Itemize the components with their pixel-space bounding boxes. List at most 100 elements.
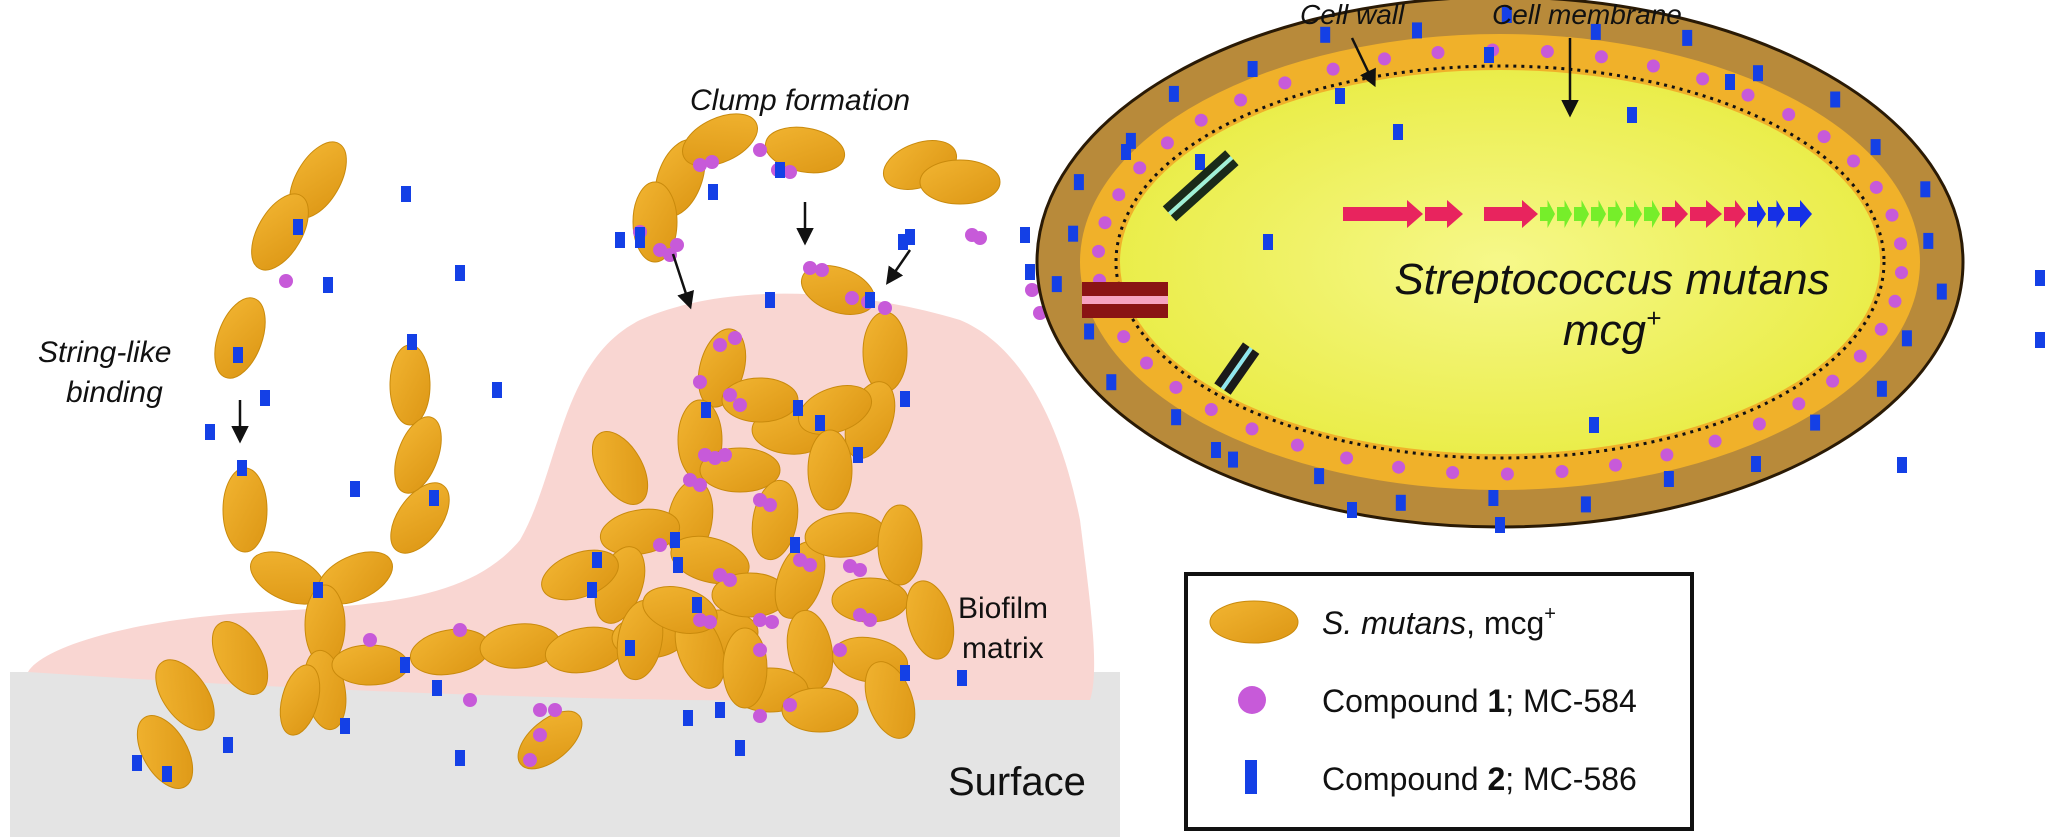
compound-1-dot	[693, 158, 707, 172]
compound-1-dot	[1025, 283, 1039, 297]
membrane-compound-1-dot	[1204, 403, 1218, 416]
compound-2-bar	[592, 552, 602, 568]
compound-1-dot	[845, 291, 859, 305]
bacterium	[211, 621, 269, 695]
compound-1-dot	[363, 633, 377, 647]
stray-compound-2-bar	[1495, 517, 1505, 533]
compound-2-bar	[635, 232, 645, 248]
stray-compound-2-bar	[1211, 442, 1221, 458]
bacterium	[394, 416, 442, 494]
compound-2-bar	[905, 229, 915, 245]
gene-arrow	[1690, 200, 1722, 228]
wall-compound-2-bar	[1068, 225, 1079, 242]
wall-compound-2-bar	[1412, 22, 1422, 39]
membrane-compound-1-dot	[1853, 349, 1867, 363]
legend-item-compound-2: Compound 2; MC-586	[1322, 761, 1637, 797]
membrane-compound-1-dot	[1133, 161, 1147, 175]
wall-compound-2-bar	[1501, 7, 1512, 23]
membrane-compound-1-dot	[1782, 108, 1796, 121]
bacterium	[877, 504, 923, 586]
membrane-compound-1-dot	[1446, 466, 1460, 479]
compound-1-dot	[753, 709, 767, 723]
compound-2-bar	[587, 582, 597, 598]
compound-1-dot	[523, 753, 537, 767]
compound-1-dot	[728, 331, 742, 345]
cell-membrane-label: Cell membrane	[1492, 0, 1682, 30]
compound-2-bar	[205, 424, 215, 440]
membrane-compound-1-dot	[1708, 434, 1722, 448]
gene-arrow	[1788, 200, 1812, 228]
compound-2-bar	[293, 219, 303, 235]
membrane-compound-1-dot	[1741, 88, 1755, 102]
bacterium	[279, 664, 321, 736]
compound-1-markers	[279, 131, 1177, 767]
membrane-compound-1-dot	[1894, 237, 1907, 251]
wall-compound-2-bar	[1051, 276, 1062, 293]
compound-2-bar	[692, 597, 702, 613]
wall-compound-2-bar	[1073, 174, 1084, 191]
compound-1-dot	[803, 261, 817, 275]
compound-2-bar	[455, 265, 465, 281]
binding-label: binding	[66, 376, 163, 409]
compound-1-dot	[733, 398, 747, 412]
compound-2-bar	[865, 292, 875, 308]
compound-2-bar	[775, 162, 785, 178]
membrane-dotted-line	[1114, 64, 1886, 460]
compound-1-dot	[878, 301, 892, 315]
legend-item-compound-1: Compound 1; MC-584	[1322, 683, 1637, 719]
membrane-compound-1-dot	[1609, 458, 1622, 472]
membrane-compound-1-dot	[1098, 216, 1112, 230]
compound-2-bar	[340, 718, 350, 734]
compound-2-bar	[455, 750, 465, 766]
wall-compound-2	[1051, 7, 2045, 533]
compound-1-dot	[973, 231, 987, 245]
stray-compound-2-bar	[1627, 107, 1637, 123]
wall-compound-2-bar	[1923, 232, 1934, 249]
cell-wall-label: Cell wall	[1300, 0, 1405, 30]
bacterium	[862, 311, 908, 393]
stray-compound-2-bar	[1484, 47, 1494, 63]
compound-2-bar	[957, 670, 967, 686]
compound-1-dot	[765, 615, 779, 629]
membrane-compound-1-dot	[1092, 244, 1105, 258]
membrane-compound-1-dot	[1594, 50, 1608, 64]
compound-2-bar	[683, 710, 693, 726]
membrane-compound-1-dot	[1392, 460, 1406, 474]
legend-compound-1-symbol	[1238, 686, 1266, 714]
membrane-compound-1-dot	[1290, 438, 1304, 452]
string-like-label: String-like	[38, 336, 171, 369]
bacterium	[136, 715, 194, 789]
gene-arrow	[1343, 200, 1423, 228]
wall-compound-2-bar	[1488, 490, 1499, 506]
compound-1-dot	[279, 274, 293, 288]
compound-2-bar	[223, 737, 233, 753]
gene-arrow	[1484, 200, 1538, 228]
stray-compound-2-bar	[1347, 502, 1357, 518]
compound-2-bar	[400, 657, 410, 673]
cytoplasm	[1120, 70, 1880, 454]
gene-arrow	[1557, 200, 1572, 228]
compound-1-dot	[718, 448, 732, 462]
wall-compound-2-bar	[1314, 468, 1325, 485]
compound-2-bar	[1025, 264, 1035, 280]
membrane-compound-1-dot	[1431, 46, 1445, 59]
membrane-compound-1-dot	[1752, 417, 1766, 431]
compound-1-dot	[463, 693, 477, 707]
channel-top	[1162, 150, 1239, 222]
wall-compound-2-bar	[1751, 456, 1761, 472]
channel-bottom	[1214, 342, 1260, 395]
membrane-compound-1-dot	[1500, 467, 1514, 481]
compound-1-dot	[703, 615, 717, 629]
compound-2-bar	[815, 415, 825, 431]
compound-2-bar	[673, 557, 683, 573]
bacterium	[331, 644, 409, 686]
compound-2-bar	[670, 532, 680, 548]
compound-1-dot	[815, 263, 829, 277]
compound-2-bar	[900, 665, 910, 681]
compound-1-dot	[723, 573, 737, 587]
gene-arrow	[1662, 200, 1688, 228]
compound-2-bar	[233, 347, 243, 363]
bacterium	[214, 297, 266, 379]
streptococcus-cell: Streptococcus mutans mcg+	[1035, 0, 2045, 533]
stray-compound-2-bar	[1263, 234, 1273, 250]
